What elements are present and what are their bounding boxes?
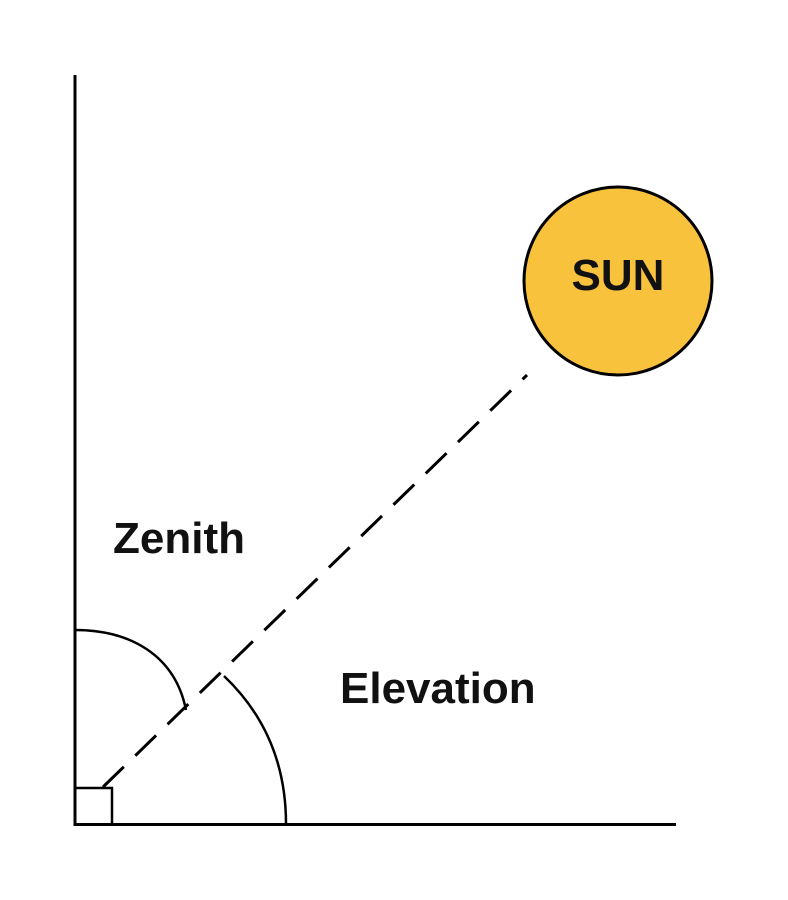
sun-circle <box>522 185 714 377</box>
sun-label: SUN <box>572 251 665 300</box>
zenith-label: Zenith <box>113 514 245 563</box>
sun-ray-line <box>101 373 529 789</box>
elevation-label: Elevation <box>340 664 536 713</box>
right-angle-marker <box>73 786 114 826</box>
elevation-angle-arc <box>223 675 288 825</box>
zenith-angle-arc <box>74 628 188 711</box>
